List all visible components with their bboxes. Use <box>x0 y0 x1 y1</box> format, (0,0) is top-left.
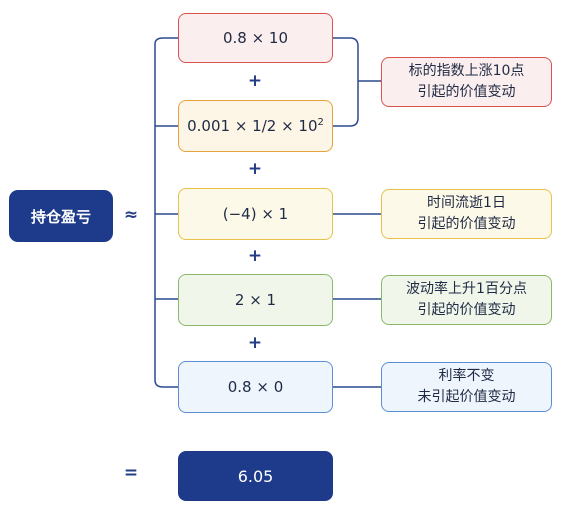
term-gamma-exponent: 2 <box>317 117 324 128</box>
term-gamma-base: 0.001 × 1/2 × 10 <box>187 117 318 135</box>
plus-sign: + <box>247 159 263 179</box>
plus-sign: + <box>247 71 263 91</box>
term-box-rho: 0.8 × 0 <box>178 361 333 413</box>
bracket-line <box>154 37 178 388</box>
pnl-node: 持仓盈亏 <box>9 190 113 242</box>
term-theta-value: (−4) × 1 <box>222 205 289 223</box>
term-box-index: 0.8 × 10 <box>178 13 333 63</box>
note-rate-line-1: 利率不变 <box>438 368 495 384</box>
note-rate-line-2: 未引起价值变动 <box>417 389 516 405</box>
result-value: 6.05 <box>237 466 274 486</box>
approx-symbol: ≈ <box>123 205 139 225</box>
result-box: 6.05 <box>178 451 333 501</box>
note-interest-rate: 利率不变 未引起价值变动 <box>381 362 552 412</box>
term-box-theta: (−4) × 1 <box>178 188 333 240</box>
note-vol-line-2: 引起的价值变动 <box>417 302 516 318</box>
note-index-line-2: 引起的价值变动 <box>417 84 516 100</box>
term-box-gamma: 0.001 × 1/2 × 102 <box>178 100 333 152</box>
pnl-node-label: 持仓盈亏 <box>30 207 91 226</box>
plus-sign: + <box>247 333 263 353</box>
note-volatility: 波动率上升1百分点 引起的价值变动 <box>381 275 552 325</box>
plus-sign: + <box>247 246 263 266</box>
note-time-decay: 时间流逝1日 引起的价值变动 <box>381 189 552 239</box>
equals-symbol: = <box>123 463 139 483</box>
term-vega-value: 2 × 1 <box>234 291 277 309</box>
note-vol-line-1: 波动率上升1百分点 <box>406 281 527 297</box>
term-gamma-value: 0.001 × 1/2 × 102 <box>187 117 324 135</box>
note-time-line-2: 引起的价值变动 <box>417 216 516 232</box>
note-index-line-1: 标的指数上涨10点 <box>408 63 525 79</box>
term-box-vega: 2 × 1 <box>178 274 333 326</box>
merge-line <box>333 37 381 127</box>
term-rho-value: 0.8 × 0 <box>227 378 284 396</box>
note-index-change: 标的指数上涨10点 引起的价值变动 <box>381 57 552 107</box>
term-index-value: 0.8 × 10 <box>222 29 289 47</box>
note-time-line-1: 时间流逝1日 <box>427 195 506 211</box>
